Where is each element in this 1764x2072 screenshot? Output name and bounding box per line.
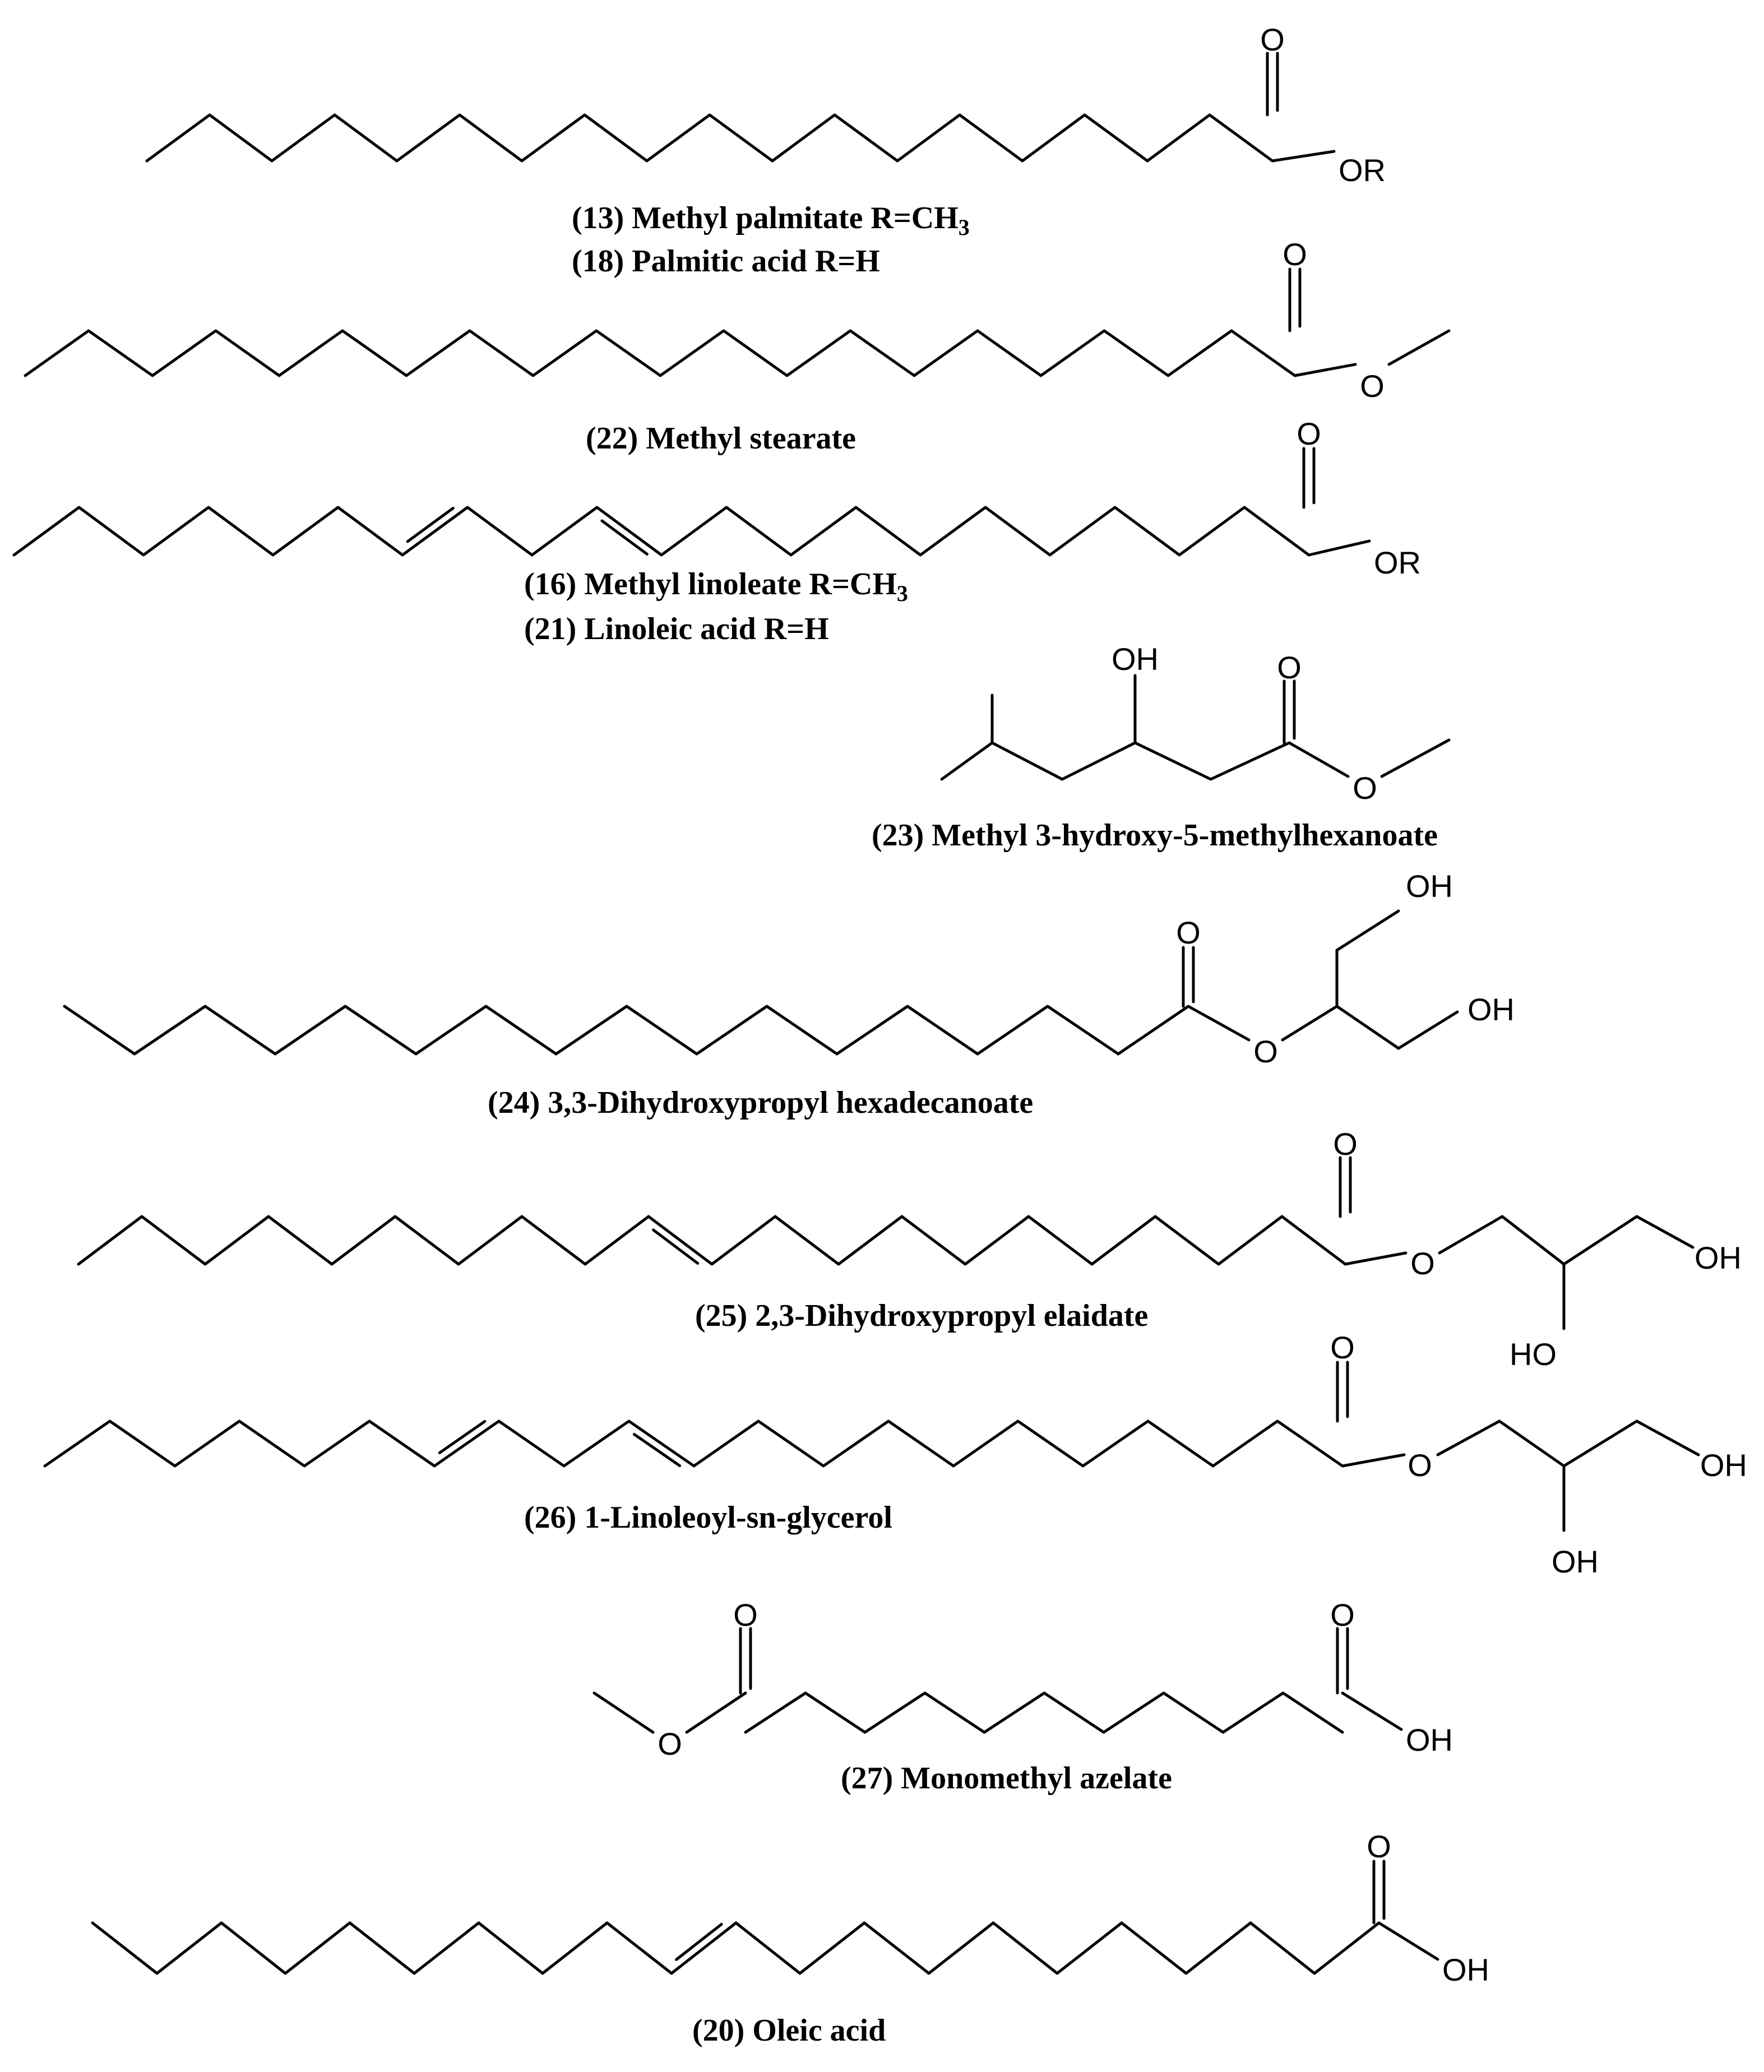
atom-label: OH (1406, 868, 1453, 904)
single-bond (1335, 1005, 1400, 1050)
atom-label: O (1176, 915, 1201, 950)
compound-caption: (25) 2,3-Dihydroxypropyl elaidate (695, 1298, 1148, 1333)
double-bond-line (632, 1433, 682, 1468)
single-bond (1341, 1691, 1403, 1731)
single-bond (1438, 1215, 1504, 1255)
carbon-chain-bond (24, 329, 1357, 377)
single-bond (1562, 1419, 1638, 1468)
atom-label: HO (1510, 1336, 1557, 1372)
caption-text: (27) Monomethyl azelate (841, 1761, 1172, 1796)
atom-label: O (1353, 770, 1377, 806)
atom-label: OH (1552, 1544, 1599, 1579)
caption-text: (25) 2,3-Dihydroxypropyl elaidate (695, 1298, 1148, 1333)
atom-label: O (1253, 1034, 1278, 1069)
single-bond (1498, 1419, 1566, 1468)
carbon-chain-bond (63, 1005, 1251, 1056)
compound-caption: (24) 3,3-Dihydroxypropyl hexadecanoate (488, 1085, 1033, 1120)
atom-label: O (733, 1597, 758, 1632)
atom-label: O (1297, 416, 1321, 451)
single-bond (1501, 1215, 1566, 1266)
double-bond-line (406, 506, 455, 543)
caption-subscript: 3 (897, 581, 908, 606)
compound-caption: (13) Methyl palmitate R=CH3 (572, 201, 970, 240)
caption-subscript: 3 (959, 215, 970, 240)
single-bond (1397, 1010, 1459, 1050)
double-bond-line (652, 1228, 700, 1265)
compound-c26: O O OH OH (26) 1-Linoleoyl-sn-glycerol (43, 1330, 1747, 1579)
compound-c25: O O OH HO (25) 2,3-Dihydroxypropyl elaidate (77, 1126, 1742, 1372)
single-bond (1635, 1215, 1694, 1249)
atom-label: OH (1700, 1447, 1747, 1483)
double-bond-line (675, 1922, 723, 1961)
atom-label: OH (1406, 1722, 1453, 1757)
atom-label: OR (1339, 152, 1386, 188)
atom-label: OH (1694, 1240, 1742, 1275)
atom-label: O (658, 1726, 682, 1761)
atom-label: O (1260, 22, 1285, 57)
compound-c23: OH O O (23) Methyl 3-hydroxy-5-methylhexano… (872, 641, 1451, 853)
compound-c13-18: O OR (13) Methyl palmitate R=CH3 (18) Palmi… (145, 22, 1386, 279)
atom-label: O (1408, 1447, 1432, 1483)
atom-label: OH (1112, 641, 1159, 677)
caption-text: (24) 3,3-Dihydroxypropyl hexadecanoate (488, 1085, 1033, 1120)
caption-text: (21) Linoleic acid R=H (524, 612, 829, 646)
caption-text: (18) Palmitic acid R=H (572, 244, 880, 279)
atom-label: O (1277, 650, 1302, 685)
compound-c22: O O (22) Methyl stearate (24, 237, 1451, 456)
compound-caption: (21) Linoleic acid R=H (524, 612, 829, 646)
compound-caption: (26) 1-Linoleoyl-sn-glycerol (524, 1500, 892, 1535)
atom-label: O (1410, 1246, 1435, 1281)
caption-text: (13) Methyl palmitate R=CH (572, 201, 959, 235)
compound-c16-21: O OR (16) Methyl linoleate R=CH3 (21) Linol… (12, 416, 1421, 646)
compound-c20: O OH (20) Oleic acid (91, 1829, 1489, 2048)
compound-caption: (22) Methyl stearate (586, 421, 856, 456)
single-bond (1281, 1005, 1339, 1042)
atom-label: O (1283, 237, 1307, 272)
caption-text: (23) Methyl 3-hydroxy-5-methylhexanoate (872, 818, 1438, 853)
single-bond (1635, 1419, 1700, 1456)
compound-caption: (18) Palmitic acid R=H (572, 244, 880, 279)
carbon-chain-bond (91, 1921, 1439, 1975)
atom-label: O (1330, 1330, 1355, 1365)
double-bond-line (600, 519, 649, 556)
carbon-chain-bond (940, 741, 1350, 781)
carbon-chain-bond (77, 1215, 1408, 1266)
atom-label: OH (1442, 1952, 1489, 1987)
compound-caption: (23) Methyl 3-hydroxy-5-methylhexanoate (872, 818, 1438, 853)
caption-text: (22) Methyl stearate (586, 421, 856, 456)
atom-label: OR (1374, 545, 1421, 580)
compound-c24: O O OH OH (24) 3,3-Dihydroxypropyl hexadecan… (63, 868, 1515, 1120)
atom-label: O (1330, 1597, 1355, 1632)
carbon-chain-bond (43, 1419, 1406, 1468)
double-bond-line (438, 1420, 487, 1455)
atom-label: O (1360, 368, 1385, 404)
single-bond (1387, 329, 1451, 366)
carbon-chain-bond (145, 113, 1336, 163)
atom-label: O (1367, 1829, 1391, 1864)
single-bond (685, 1691, 747, 1734)
compound-c27: O O O OH (27) Monomethyl azelate (592, 1597, 1453, 1796)
caption-text: (26) 1-Linoleoyl-sn-glycerol (524, 1500, 892, 1535)
single-bond (1436, 1419, 1501, 1456)
single-bond (592, 1691, 655, 1734)
compound-caption: (27) Monomethyl azelate (841, 1761, 1172, 1796)
single-bond (1380, 738, 1451, 778)
carbon-chain-bond (744, 1691, 1344, 1734)
carbon-chain-bond (12, 506, 1371, 557)
caption-text: (20) Oleic acid (692, 2013, 886, 2048)
atom-label: O (1333, 1126, 1358, 1162)
compound-caption: (16) Methyl linoleate R=CH3 (524, 567, 908, 606)
atom-label: OH (1467, 992, 1515, 1027)
single-bond (1335, 909, 1400, 952)
caption-text: (16) Methyl linoleate R=CH (524, 567, 897, 602)
single-bond (1562, 1215, 1638, 1266)
compound-caption: (20) Oleic acid (692, 2013, 886, 2048)
